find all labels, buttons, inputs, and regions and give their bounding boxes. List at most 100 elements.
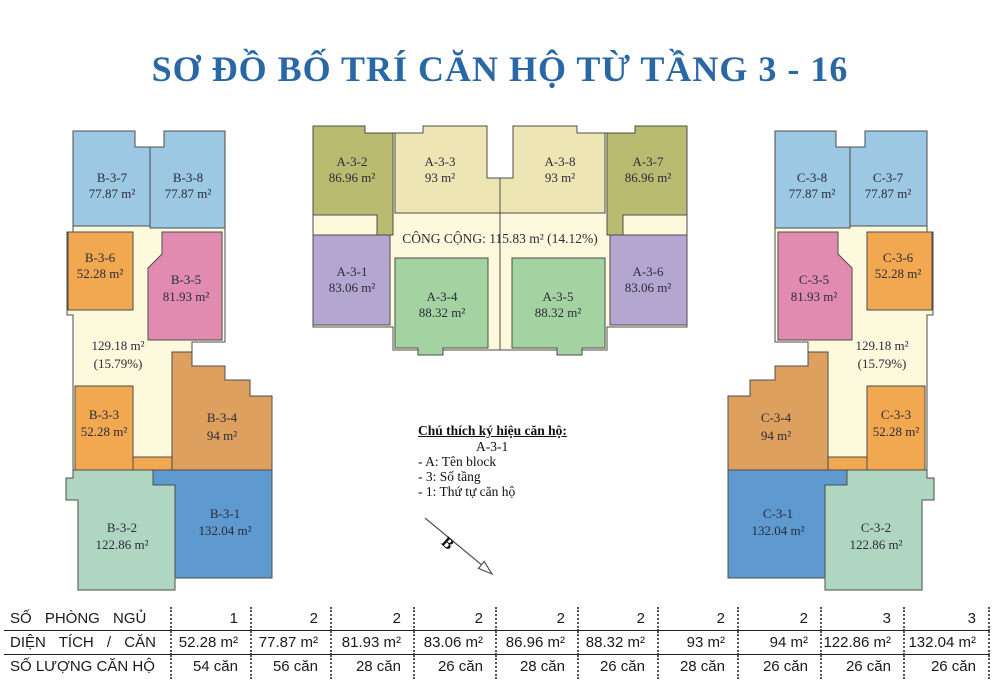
- unit-B-3-1: [152, 469, 273, 579]
- common-c-area: 129.18 m²: [855, 338, 908, 353]
- area-value: 93 m²: [659, 631, 739, 655]
- bedrooms-value: 2: [659, 607, 739, 631]
- unit-C-3-3-label: C-3-3: [881, 407, 911, 422]
- common-b-area: 129.18 m²: [91, 338, 144, 353]
- unit-B-3-8-label: B-3-8: [173, 170, 203, 185]
- block-b: [65, 130, 273, 591]
- legend: Chú thích ký hiệu căn hộ: A-3-1 - A: Tên…: [418, 423, 648, 499]
- count-value: 54 căn: [172, 655, 252, 679]
- bedrooms-value: 2: [252, 607, 332, 631]
- unit-C-3-6-label: C-3-6: [883, 250, 914, 265]
- unit-C-3-8-label: C-3-8: [797, 170, 827, 185]
- bedrooms-value: 3: [905, 607, 990, 631]
- unit-A-3-6: [609, 234, 688, 326]
- unit-A-3-7-area: 86.96 m²: [625, 170, 672, 185]
- unit-C-3-1-label: C-3-1: [763, 506, 793, 521]
- unit-A-3-6-area: 83.06 m²: [625, 280, 672, 295]
- arrow-head: [477, 560, 494, 576]
- area-value: 88.32 m²: [579, 631, 659, 655]
- unit-C-3-6: [866, 231, 933, 311]
- unit-B-3-6-area: 52.28 m²: [77, 266, 124, 281]
- arrow-line: [424, 517, 484, 567]
- area-value: 83.06 m²: [415, 631, 497, 655]
- legend-item-block: - A: Tên block: [418, 454, 497, 469]
- unit-A-3-3: [394, 125, 501, 214]
- unit-B-3-5-label: B-3-5: [171, 272, 201, 287]
- count-value: 56 căn: [252, 655, 332, 679]
- area-value: 86.96 m²: [497, 631, 579, 655]
- area-value: 77.87 m²: [252, 631, 332, 655]
- unit-C-3-5-label: C-3-5: [799, 272, 829, 287]
- count-value: 26 căn: [822, 655, 905, 679]
- bedrooms-value: 2: [332, 607, 415, 631]
- unit-B-3-5-area: 81.93 m²: [163, 289, 210, 304]
- page-title: SƠ ĐỒ BỐ TRÍ CĂN HỘ TỪ TẦNG 3 - 16: [151, 49, 849, 89]
- unit-A-3-5: [511, 257, 606, 356]
- unit-B-3-1-label: B-3-1: [210, 506, 240, 521]
- unit-C-3-2-label: C-3-2: [861, 520, 891, 535]
- count-value: 26 căn: [579, 655, 659, 679]
- unit-A-3-7-label: A-3-7: [632, 154, 664, 169]
- block-c: [727, 130, 935, 591]
- unit-C-3-1: [727, 469, 848, 579]
- unit-B-3-2-area: 122.86 m²: [95, 537, 148, 552]
- summary-table: SỐ PHÒNG NGỦ 1 2 2 2 2 2 2 2 3 3 DIỆN TÍ…: [4, 607, 990, 679]
- unit-A-3-3-label: A-3-3: [424, 154, 455, 169]
- corridor-strip-c: [827, 456, 868, 471]
- unit-C-3-8-area: 77.87 m²: [789, 186, 836, 201]
- count-value: 26 căn: [905, 655, 990, 679]
- area-value: 122.86 m²: [822, 631, 905, 655]
- unit-B-3-4-area: 94 m²: [207, 428, 237, 443]
- unit-A-3-2: [312, 125, 394, 236]
- row-bedrooms-label: SỐ PHÒNG NGỦ: [4, 607, 172, 631]
- common-b-pct: (15.79%): [94, 356, 143, 371]
- corridor-strip-b: [132, 456, 173, 471]
- unit-C-3-3-area: 52.28 m²: [873, 424, 920, 439]
- count-value: 26 căn: [415, 655, 497, 679]
- unit-C-3-4-area: 94 m²: [761, 428, 791, 443]
- unit-B-3-4-label: B-3-4: [207, 410, 238, 425]
- unit-C-3-2-area: 122.86 m²: [849, 537, 902, 552]
- unit-B-3-7-area: 77.87 m²: [89, 186, 136, 201]
- unit-B-3-8-area: 77.87 m²: [165, 186, 212, 201]
- legend-example: A-3-1: [476, 439, 509, 454]
- count-value: 28 căn: [332, 655, 415, 679]
- bedrooms-value: 2: [415, 607, 497, 631]
- unit-A-3-4-area: 88.32 m²: [419, 305, 466, 320]
- count-value: 28 căn: [497, 655, 579, 679]
- unit-C-3-8: [774, 130, 851, 229]
- unit-labels: B-3-7 77.87 m² B-3-8 77.87 m² B-3-6 52.2…: [77, 154, 922, 552]
- unit-A-3-8-area: 93 m²: [545, 170, 575, 185]
- bedrooms-value: 2: [497, 607, 579, 631]
- unit-A-3-2-area: 86.96 m²: [329, 170, 376, 185]
- unit-B-3-6: [67, 231, 134, 311]
- arrow-label: B: [438, 534, 458, 554]
- count-value: 26 căn: [739, 655, 822, 679]
- unit-A-3-8: [499, 125, 606, 214]
- area-value: 132.04 m²: [905, 631, 990, 655]
- block-a-left: [312, 125, 501, 356]
- common-c-pct: (15.79%): [858, 356, 907, 371]
- unit-C-3-7-label: C-3-7: [873, 170, 904, 185]
- direction-arrow: B: [424, 517, 494, 576]
- unit-B-3-2-label: B-3-2: [107, 520, 137, 535]
- unit-C-3-7-area: 77.87 m²: [865, 186, 912, 201]
- unit-B-3-3-label: B-3-3: [89, 407, 119, 422]
- unit-A-3-1: [312, 234, 391, 326]
- unit-B-3-1-area: 132.04 m²: [198, 523, 251, 538]
- legend-title: Chú thích ký hiệu căn hộ:: [418, 423, 567, 438]
- unit-A-3-7: [606, 125, 688, 236]
- unit-B-3-7-label: B-3-7: [97, 170, 128, 185]
- bedrooms-value: 2: [579, 607, 659, 631]
- unit-A-3-5-label: A-3-5: [542, 289, 573, 304]
- area-value: 94 m²: [739, 631, 822, 655]
- unit-C-3-4-label: C-3-4: [761, 410, 792, 425]
- unit-C-3-5-area: 81.93 m²: [791, 289, 838, 304]
- bedrooms-value: 2: [739, 607, 822, 631]
- common-a-label: CÔNG CỘNG: 115.83 m² (14.12%): [402, 231, 598, 246]
- row-area-label: DIỆN TÍCH / CĂN: [4, 631, 172, 655]
- unit-C-3-5: [777, 231, 853, 341]
- unit-B-3-5: [147, 231, 223, 341]
